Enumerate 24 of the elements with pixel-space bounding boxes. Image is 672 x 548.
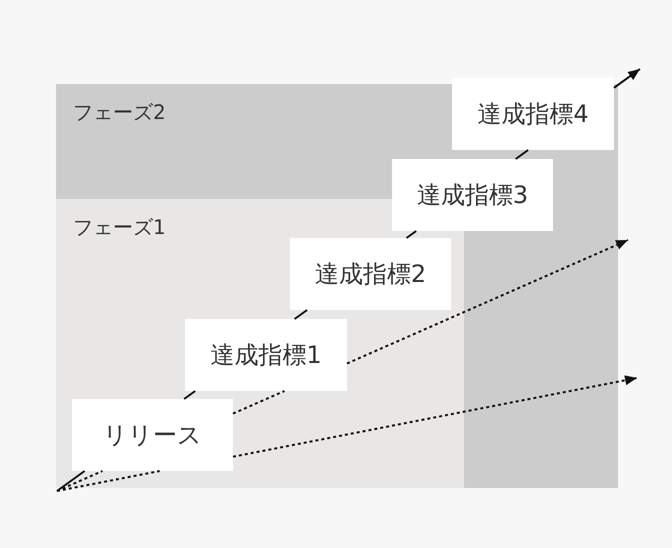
- milestone-label: 達成指標1: [210, 340, 322, 370]
- milestone-card: [290, 238, 451, 310]
- line: [515, 149, 529, 160]
- milestone-card: [392, 159, 553, 231]
- line: [294, 309, 308, 320]
- phase-label: フェーズ2: [73, 100, 166, 124]
- milestone-label: 達成指標2: [314, 259, 426, 289]
- milestone-card: [185, 319, 347, 391]
- dotted-arrow: [232, 375, 638, 458]
- milestone-label: 達成指標3: [416, 180, 528, 210]
- line: [184, 390, 196, 400]
- milestone-card: [72, 399, 233, 471]
- dotted-line: [56, 470, 160, 492]
- arrow: [613, 68, 641, 89]
- line: [406, 230, 417, 239]
- dotted-line: [232, 390, 285, 415]
- milestone-label: リリース: [103, 420, 202, 450]
- dotted-arrow: [346, 239, 628, 364]
- phase-label: フェーズ1: [73, 215, 166, 239]
- milestone-card: [452, 78, 614, 150]
- line: [56, 470, 86, 492]
- dotted-line: [56, 470, 103, 492]
- milestone-label: 達成指標4: [477, 99, 589, 129]
- phase-area: [56, 84, 618, 488]
